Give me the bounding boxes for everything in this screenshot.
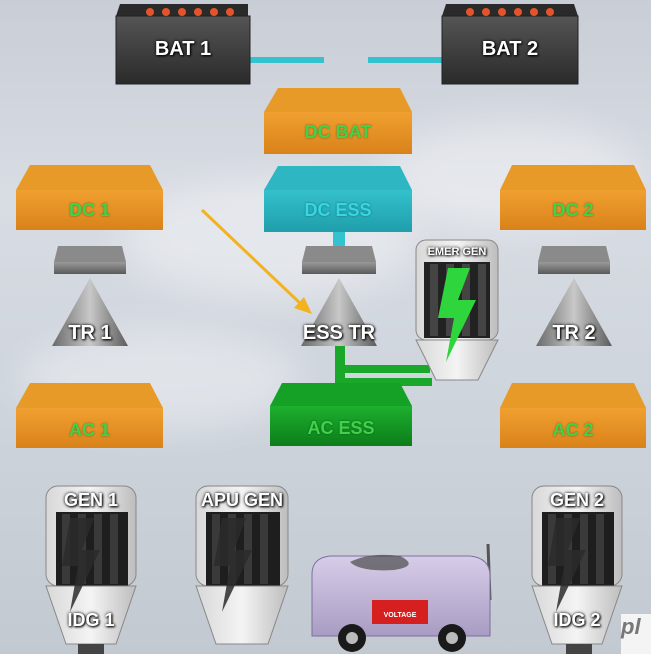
gen2-top-label: GEN 2 — [549, 490, 605, 510]
battery-links — [250, 57, 444, 63]
ac-ess-links — [335, 345, 432, 386]
tr1-label: TR 1 — [68, 322, 112, 344]
dc2-label: DC 2 — [552, 200, 594, 220]
dc1-bus — [16, 165, 163, 230]
apu-gen-lightning-icon — [214, 518, 252, 612]
ac-ess-label: AC ESS — [307, 418, 375, 438]
ess-tr-transformer — [301, 246, 377, 346]
ground-power-cart — [311, 543, 492, 652]
emer-gen-lightning-icon — [438, 268, 476, 362]
ac2-label: AC 2 — [552, 420, 594, 440]
tr2-transformer — [536, 246, 612, 346]
dc1-label: DC 1 — [68, 200, 110, 220]
dc2-bus — [500, 165, 646, 230]
watermark: pl — [621, 614, 651, 654]
ess-tr-label: ESS TR — [302, 322, 376, 344]
gen1 — [45, 485, 137, 654]
bat1-label: BAT 1 — [154, 38, 212, 60]
cart-voltage-label: VOLTAGE — [383, 612, 417, 619]
tr2-label: TR 2 — [552, 322, 596, 344]
gen1-lightning-icon — [62, 518, 100, 612]
battery-1 — [115, 4, 251, 85]
ac2-bus — [500, 383, 646, 448]
apu-gen-top-label: APU GEN — [200, 490, 283, 510]
dc-ess-bus — [264, 166, 412, 232]
dcess-tr-link — [333, 232, 345, 248]
ac1-label: AC 1 — [68, 420, 110, 440]
bat2-label: BAT 2 — [481, 38, 539, 60]
bat2-link — [368, 57, 444, 63]
ac-ess-bus — [270, 383, 412, 446]
apu-gen — [195, 485, 289, 645]
gen2 — [531, 485, 623, 654]
ac1-bus — [16, 383, 163, 448]
battery-2 — [441, 4, 579, 85]
gen2-lightning-icon — [548, 518, 586, 612]
dc-bat-label: DC BAT — [304, 122, 372, 142]
bat1-link — [250, 57, 324, 63]
emer-gen-label: EMER GEN — [427, 246, 487, 258]
highlight-arrow — [200, 208, 312, 314]
gen2-bottom-label: IDG 2 — [553, 610, 601, 630]
dc-bat-bus — [264, 88, 412, 154]
emer-gen — [415, 239, 499, 381]
tr1-transformer — [52, 246, 128, 346]
gen1-bottom-label: IDG 1 — [67, 610, 115, 630]
gen1-top-label: GEN 1 — [63, 490, 119, 510]
dc-ess-label: DC ESS — [304, 200, 372, 220]
